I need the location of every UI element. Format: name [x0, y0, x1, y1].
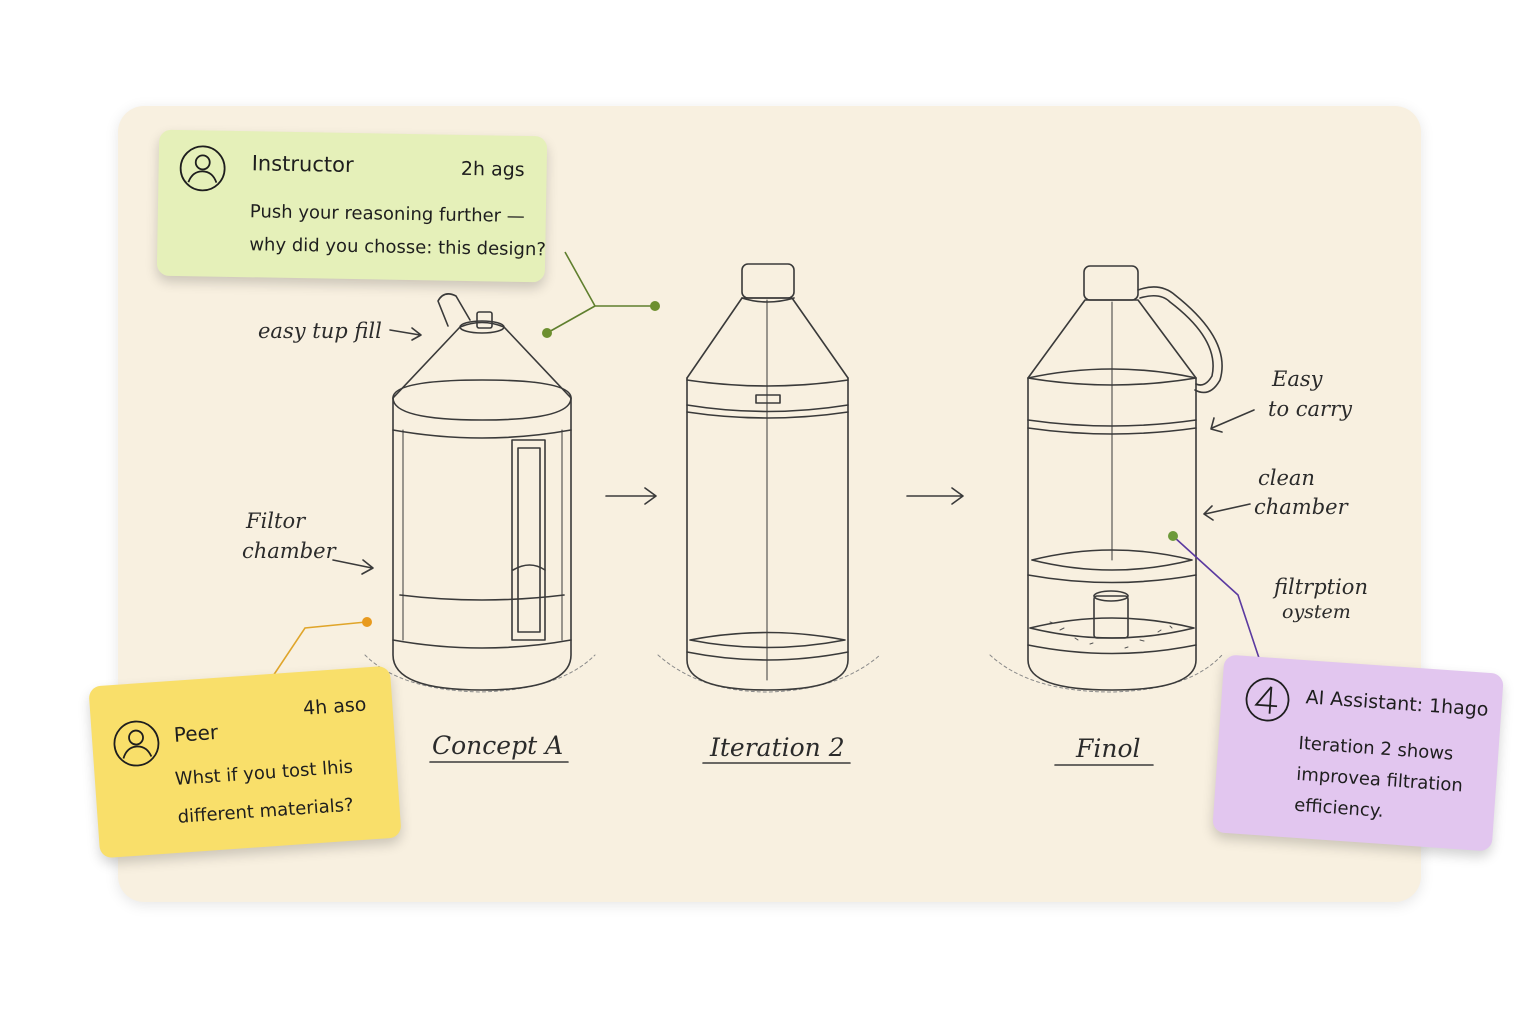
- bottle-iteration-2: [686, 263, 849, 691]
- annotation-clean-line1: clean: [1258, 466, 1315, 490]
- arrow-concept-to-iteration: [605, 487, 657, 505]
- ai-number-four-icon: [1245, 677, 1290, 722]
- arrow-clean-chamber: [1203, 503, 1251, 521]
- comment-header: AI Assistant: 1hago: [1304, 686, 1490, 721]
- bottle-final: [1027, 265, 1223, 691]
- annotation-filter-line1: Filtor: [245, 509, 307, 533]
- annotation-filter-line2: chamber: [242, 539, 338, 563]
- comment-author: Instructor: [251, 151, 354, 178]
- connector-dot-instructor-a: [650, 301, 660, 311]
- connector-dot-peer: [362, 617, 372, 627]
- connector-dot-ai: [1168, 531, 1178, 541]
- stage-label-iteration: Iteration 2: [709, 733, 845, 762]
- connector-ai: [1173, 536, 1263, 668]
- comment-message: Whst if you tost lhis different material…: [174, 749, 357, 837]
- comment-message-line: Push your reasoning further —: [249, 201, 525, 228]
- ground-shadow-iteration: [657, 654, 881, 693]
- annotation-filtration-line1: filtrption: [1272, 575, 1368, 599]
- comment-message: Push your reasoning further — why did yo…: [249, 195, 547, 266]
- comment-card-instructor[interactable]: Instructor 2h ags Push your reasoning fu…: [156, 129, 548, 283]
- stage-label-final: Finol: [1075, 734, 1141, 763]
- comment-card-ai-assistant[interactable]: AI Assistant: 1hago Iteration 2 shows im…: [1212, 654, 1504, 852]
- annotation-top-fill: easy tup fill: [258, 319, 382, 343]
- connector-peer: [264, 621, 367, 689]
- comment-author: Peer: [173, 719, 219, 747]
- arrow-iteration-to-final: [906, 487, 964, 505]
- connector-dot-instructor-b: [542, 328, 552, 338]
- comment-message: Iteration 2 shows improvea filtration ef…: [1293, 728, 1466, 832]
- comment-time: 2h ags: [460, 157, 525, 182]
- arrow-top-fill: [389, 327, 422, 341]
- annotation-clean-line2: chamber: [1254, 495, 1350, 519]
- user-avatar-icon: [113, 720, 160, 767]
- annotation-easy-line2: to carry: [1268, 397, 1353, 421]
- connector-instructor: [546, 251, 655, 334]
- arrow-easy-carry: [1210, 409, 1255, 433]
- comment-card-peer[interactable]: Peer 4h aso Whst if you tost lhis differ…: [88, 665, 402, 859]
- stage-label-concept: Concept A: [432, 731, 563, 760]
- annotation-filtration-line2: oystem: [1282, 601, 1351, 623]
- annotation-easy-line1: Easy: [1271, 367, 1324, 391]
- comment-time: 4h aso: [302, 693, 368, 720]
- ground-shadow-final: [989, 654, 1223, 693]
- comment-message-line: why did you chosse: this design?: [249, 234, 547, 261]
- ground-shadow-concept: [364, 654, 596, 693]
- user-avatar-icon: [179, 145, 226, 192]
- bottle-concept-a: [392, 293, 572, 691]
- arrow-filter-chamber: [332, 559, 374, 575]
